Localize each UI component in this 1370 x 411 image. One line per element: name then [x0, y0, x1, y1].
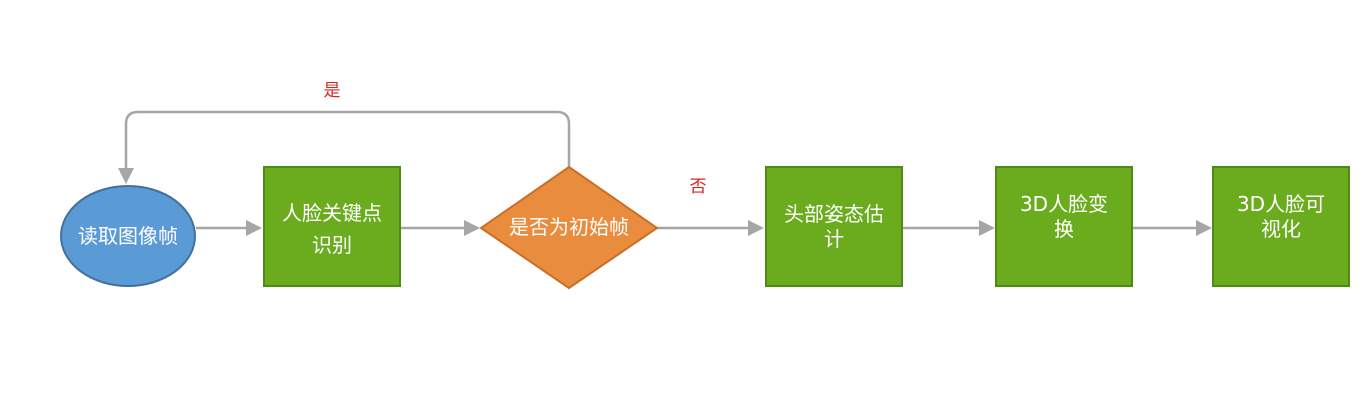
node-is-first-frame: 是否为初始帧 — [479, 165, 659, 290]
process-box-face-keypoints — [263, 166, 401, 287]
node-3d-transform-line1: 3D人脸变 — [1020, 192, 1108, 216]
process-box-head-pose — [765, 166, 903, 287]
edge-label-no: 否 — [690, 177, 707, 197]
arrowhead-headpose-to-transform — [979, 220, 995, 236]
arrowhead-start-to-keypoints — [246, 220, 262, 236]
edge-label-yes: 是 — [324, 81, 341, 101]
node-3d-transform: 3D人脸变 换 — [995, 166, 1133, 287]
node-3d-visualize-line1: 3D人脸可 — [1237, 192, 1325, 216]
node-3d-visualize-line2: 视化 — [1261, 217, 1301, 241]
node-head-pose-line2: 计 — [824, 227, 844, 251]
node-read-frame-label: 读取图像帧 — [78, 224, 178, 248]
connectors — [118, 110, 1212, 236]
process-box-3d-transform — [995, 166, 1133, 287]
arrowhead-keypoints-to-decision — [464, 220, 480, 236]
arrowhead-yes-loop — [118, 168, 134, 184]
node-face-keypoints-line1: 人脸关键点 — [282, 201, 382, 225]
arrowhead-transform-to-visualize — [1196, 220, 1212, 236]
process-box-3d-visualize — [1212, 166, 1350, 287]
node-read-frame: 读取图像帧 — [60, 185, 196, 287]
node-3d-visualize: 3D人脸可 视化 — [1212, 166, 1350, 287]
connector-yes-loop — [124, 110, 571, 170]
arrowhead-no-to-headpose — [748, 220, 764, 236]
node-face-keypoints: 人脸关键点 识别 — [263, 166, 401, 287]
node-face-keypoints-line2: 识别 — [312, 233, 352, 257]
node-head-pose: 头部姿态估 计 — [765, 166, 903, 287]
node-3d-transform-line2: 换 — [1054, 217, 1074, 241]
node-is-first-frame-label: 是否为初始帧 — [509, 215, 629, 239]
decision-diamond — [479, 165, 659, 290]
start-ellipse — [60, 185, 196, 287]
node-head-pose-line1: 头部姿态估 — [784, 202, 884, 226]
